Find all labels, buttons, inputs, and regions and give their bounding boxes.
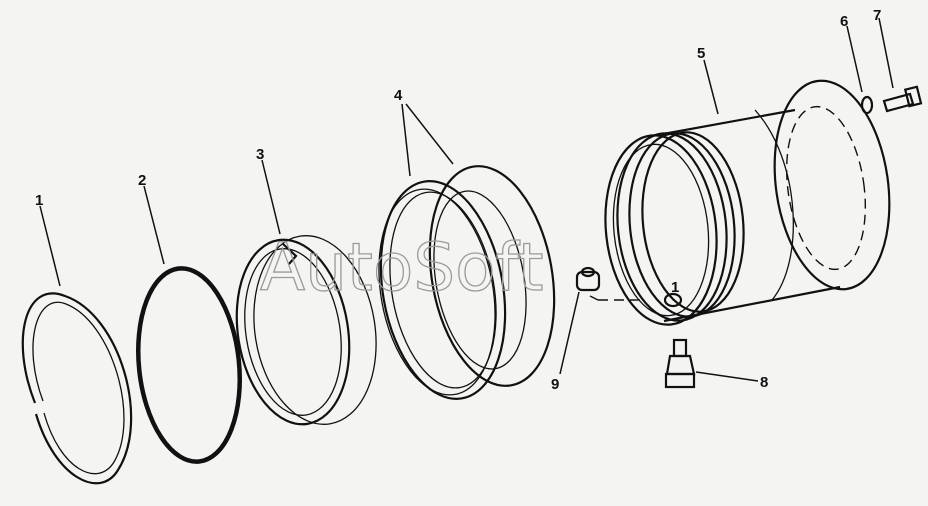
callout-6: 6: [840, 13, 848, 30]
watermark-text: AutoSoft: [260, 229, 543, 306]
callout-3: 3: [256, 146, 264, 163]
leader-lines: [39, 17, 894, 382]
part-7-bolt: [882, 85, 923, 113]
callout-1: 1: [35, 192, 43, 209]
callout-labels: 1 2 3 4 5 6 7 8 9 1: [35, 7, 881, 393]
callout-5: 5: [697, 45, 705, 62]
callout-1-detail: 1: [671, 279, 679, 296]
callout-9: 9: [551, 376, 559, 393]
part-5-cylinder: [589, 79, 891, 326]
callout-2: 2: [138, 172, 146, 189]
callout-4: 4: [394, 87, 403, 104]
part-2-o-ring: [136, 266, 242, 464]
callout-7: 7: [873, 7, 881, 24]
part-8-bleeder-fitting: [664, 338, 696, 389]
part-1-split-ring: [21, 292, 133, 485]
part-9-plug: [575, 266, 601, 292]
part-6-washer: [860, 95, 874, 115]
callout-8: 8: [760, 374, 768, 391]
part-4-seal-retainer: [378, 165, 556, 400]
part-3-split-sleeve: [235, 235, 377, 426]
